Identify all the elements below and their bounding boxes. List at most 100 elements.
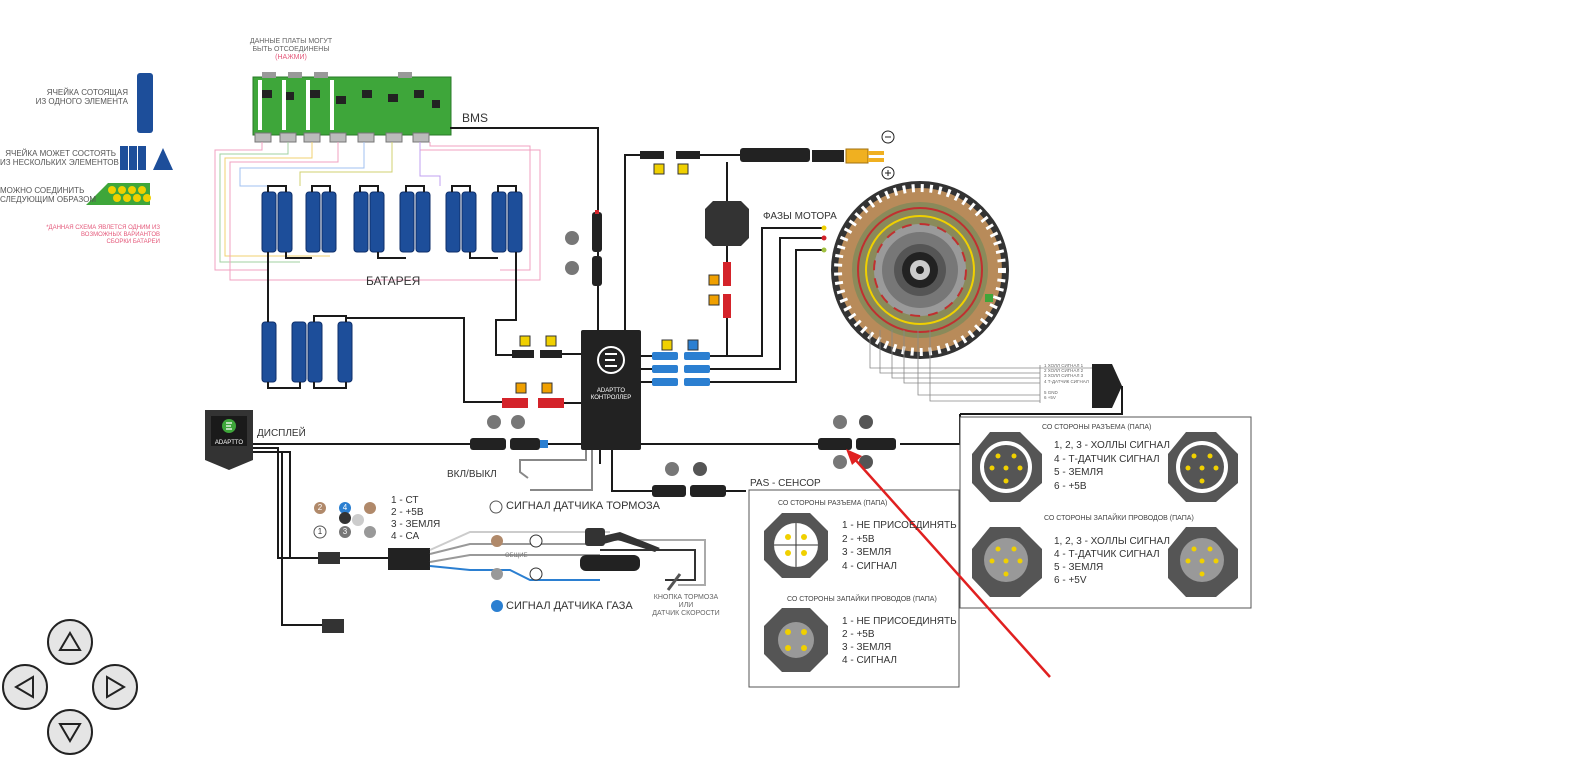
pas-connector (652, 462, 746, 497)
hall-pin-2: 4 - Т-ДАТЧИК СИГНАЛ (1054, 453, 1160, 465)
bms-note-line2: БЫТЬ ОТСОЕДИНЕНЫ (252, 46, 330, 54)
legend-disclaimer-line1: *ДАННАЯ СХЕМА ЯВЛЕТСЯ ОДНИМ ИЗ (46, 225, 160, 231)
nav-left-button[interactable] (2, 664, 48, 710)
hall-pin-1: 1, 2, 3 - ХОЛЛЫ СИГНАЛ (1054, 440, 1170, 451)
pas-panel-pins-connector: 1 - НЕ ПРИСОЕДИНЯТЬ 2 - +5В 3 - ЗЕМЛЯ 4 … (842, 519, 957, 573)
brake-button-label: КНОПКА ТОРМОЗА ИЛИ ДАТЧИК СКОРОСТИ (648, 594, 724, 618)
bms-board[interactable] (252, 72, 452, 143)
throttle-pin-number-2: 2 (317, 503, 323, 512)
power-connectors (624, 130, 895, 330)
left-arrow-icon (14, 675, 34, 699)
display-pin-4: 4 - СА (391, 531, 420, 542)
hall-wire-3: 3 ХОЛЛ СИГНАЛ 3 (1044, 373, 1084, 379)
hall-wire-6: 6 +5V (1044, 395, 1056, 401)
display-pin-list: 1 - СТ 2 - +5В 3 - ЗЕМЛЯ 4 - СА (391, 495, 440, 543)
legend-cell-icons (86, 73, 173, 205)
bms-label: BMS (462, 111, 489, 125)
hall-wire-2: 2 ХОЛЛ СИГНАЛ 2 (1044, 368, 1084, 374)
on-off-wires (519, 450, 593, 491)
junction-box (700, 162, 749, 357)
on-off-label: ВКЛ/ВЫКЛ (447, 469, 497, 480)
hall-wire-labels: 1 ХОЛЛ СИГНАЛ 1 2 ХОЛЛ СИГНАЛ 2 3 ХОЛЛ С… (1044, 363, 1089, 400)
hall-wire-5: 5 GND (1044, 389, 1058, 395)
hall-pin-4: 6 - +5В (1054, 480, 1087, 492)
brake-signal-label: СИГНАЛ ДАТЧИКА ТОРМОЗА (506, 500, 660, 512)
legend-multi-cell-line1: ЯЧЕЙКА МОЖЕТ СОСТОЯТЬ (5, 149, 116, 158)
display-pin-2: 2 - +5В (391, 507, 424, 518)
display-connector (470, 210, 602, 450)
pas-pin-3: 3 - ЗЕМЛЯ (842, 547, 892, 558)
legend-disclaimer-line2: ВОЗМОЖНЫХ ВАРИАНТОВ (81, 231, 160, 238)
throttle-signal-label: СИГНАЛ ДАТЧИКА ГАЗА (506, 600, 633, 612)
hall-wire-1: 1 ХОЛЛ СИГНАЛ 1 (1044, 363, 1084, 368)
pas-panel-pins-wires: 1 - НЕ ПРИСОЕДИНЯТЬ 2 - +5В 3 - ЗЕМЛЯ 4 … (842, 615, 957, 667)
pas-wire-pin-1: 1 - НЕ ПРИСОЕДИНЯТЬ (842, 616, 957, 627)
bms-note-link[interactable]: (НАЖМИ) (275, 54, 307, 62)
hall-wire-pin-3: 5 - ЗЕМЛЯ (1054, 562, 1104, 573)
hall-wire-pin-2: 4 - Т-ДАТЧИК СИГНАЛ (1054, 549, 1160, 560)
throttle-pin-number-3: 3 (342, 527, 348, 536)
hall-panel-pins-wires: 1, 2, 3 - ХОЛЛЫ СИГНАЛ 4 - Т-ДАТЧИК СИГН… (1054, 535, 1170, 587)
pointer-arrow (846, 449, 1051, 678)
nav-up-button[interactable] (47, 619, 93, 665)
legend-connect-line2: СЛЕДУЮЩИМ ОБРАЗОМ (0, 195, 97, 205)
throttle-pin-icons (313, 500, 543, 612)
battery-label: БАТАРЕЯ (366, 274, 421, 288)
pas-wire-pin-4: 4 - СИГНАЛ (842, 655, 897, 666)
pas-pinout-panel (748, 489, 960, 688)
pas-sensor-label: PAS - СЕНСОР (750, 478, 821, 489)
display-label: ДИСПЛЕЙ (257, 428, 306, 439)
right-arrow-icon (106, 675, 126, 699)
bms-note-line1: ДАННЫЕ ПЛАТЫ МОГУТ (249, 38, 333, 45)
hall-pinout-panel (959, 416, 1252, 609)
brake-button-line1: КНОПКА ТОРМОЗА (653, 594, 719, 601)
legend-disclaimer: *ДАННАЯ СХЕМА ЯВЛЕТСЯ ОДНИМ ИЗ ВОЗМОЖНЫХ… (10, 225, 160, 246)
legend-single-cell-line1: ЯЧЕЙКА СОТОЯЩАЯ (46, 88, 128, 97)
pas-panel-title-wires: СО СТОРОНЫ ЗАПАЙКИ ПРОВОДОВ (ПАПА) (787, 596, 937, 603)
pas-pin-2: 2 - +5В (842, 533, 875, 545)
legend-connect-line1: МОЖНО СОЕДИНИТЬ (0, 186, 85, 195)
hall-panel-pins-connector: 1, 2, 3 - ХОЛЛЫ СИГНАЛ 4 - Т-ДАТЧИК СИГН… (1054, 439, 1170, 493)
battery-connector-xt (512, 335, 582, 358)
throttle-pin-number-1: 1 (317, 527, 323, 536)
display-unit[interactable] (205, 410, 470, 626)
legend-single-cell-line2: ИЗ ОДНОГО ЭЛЕМЕНТА (35, 97, 128, 107)
pas-pin-4: 4 - СИГНАЛ (842, 560, 897, 572)
balance-wires (214, 142, 541, 281)
hall-plug (960, 364, 1123, 415)
pas-pin-1: 1 - НЕ ПРИСОЕДИНЯТЬ (842, 520, 957, 531)
motor-phases-label: ФАЗЫ МОТОРА (763, 211, 837, 222)
hall-connector (818, 415, 896, 469)
hall-panel-title-wires: СО СТОРОНЫ ЗАПАЙКИ ПРОВОДОВ (ПАПА) (1044, 515, 1194, 522)
hall-pin-3: 5 - ЗЕМЛЯ (1054, 467, 1104, 478)
hall-wire-pin-4: 6 - +5V (1054, 575, 1087, 586)
legend-disclaimer-line3: СБОРКИ БАТАРЕИ (106, 238, 160, 245)
legend-multi-cell-line2: ИЗ НЕСКОЛЬКИХ ЭЛЕМЕНТОВ (0, 158, 119, 168)
controller-label: ADAPTTO КОНТРОЛЛЕР (583, 388, 639, 402)
hub-motor (831, 181, 1009, 359)
battery-pack (261, 185, 523, 403)
throttle-brake-assembly (318, 528, 706, 633)
throttle-pin-number-4: 4 (342, 503, 348, 512)
nav-down-button[interactable] (47, 709, 93, 755)
display-pin-1: 1 - СТ (391, 495, 419, 506)
brake-button-line2: ИЛИ (678, 602, 694, 610)
hall-wires (869, 330, 1092, 403)
hall-wire-4: 4 Т-ДАТЧИК СИГНАЛ (1044, 378, 1089, 384)
brake-button-line3: ДАТЧИК СКОРОСТИ (652, 610, 720, 618)
display-brand: ADAPTTO (214, 440, 244, 446)
common-label: ОБЩИЕ (505, 553, 528, 559)
display-pin-3: 3 - ЗЕМЛЯ (391, 519, 441, 530)
phase-terminals (641, 225, 827, 386)
controller-label-line2: КОНТРОЛЛЕР (590, 394, 632, 401)
hall-panel-title-connector: СО СТОРОНЫ РАЗЪЕМА (ПАПА) (1042, 424, 1152, 431)
controller[interactable] (581, 330, 641, 450)
nav-right-button[interactable] (92, 664, 138, 710)
up-arrow-icon (58, 631, 82, 651)
pas-panel-title-connector: СО СТОРОНЫ РАЗЪЕМА (ПАПА) (778, 500, 888, 507)
hall-wire-pin-1: 1, 2, 3 - ХОЛЛЫ СИГНАЛ (1054, 536, 1170, 547)
pas-wire-pin-3: 3 - ЗЕМЛЯ (842, 642, 892, 653)
down-arrow-icon (58, 723, 82, 743)
